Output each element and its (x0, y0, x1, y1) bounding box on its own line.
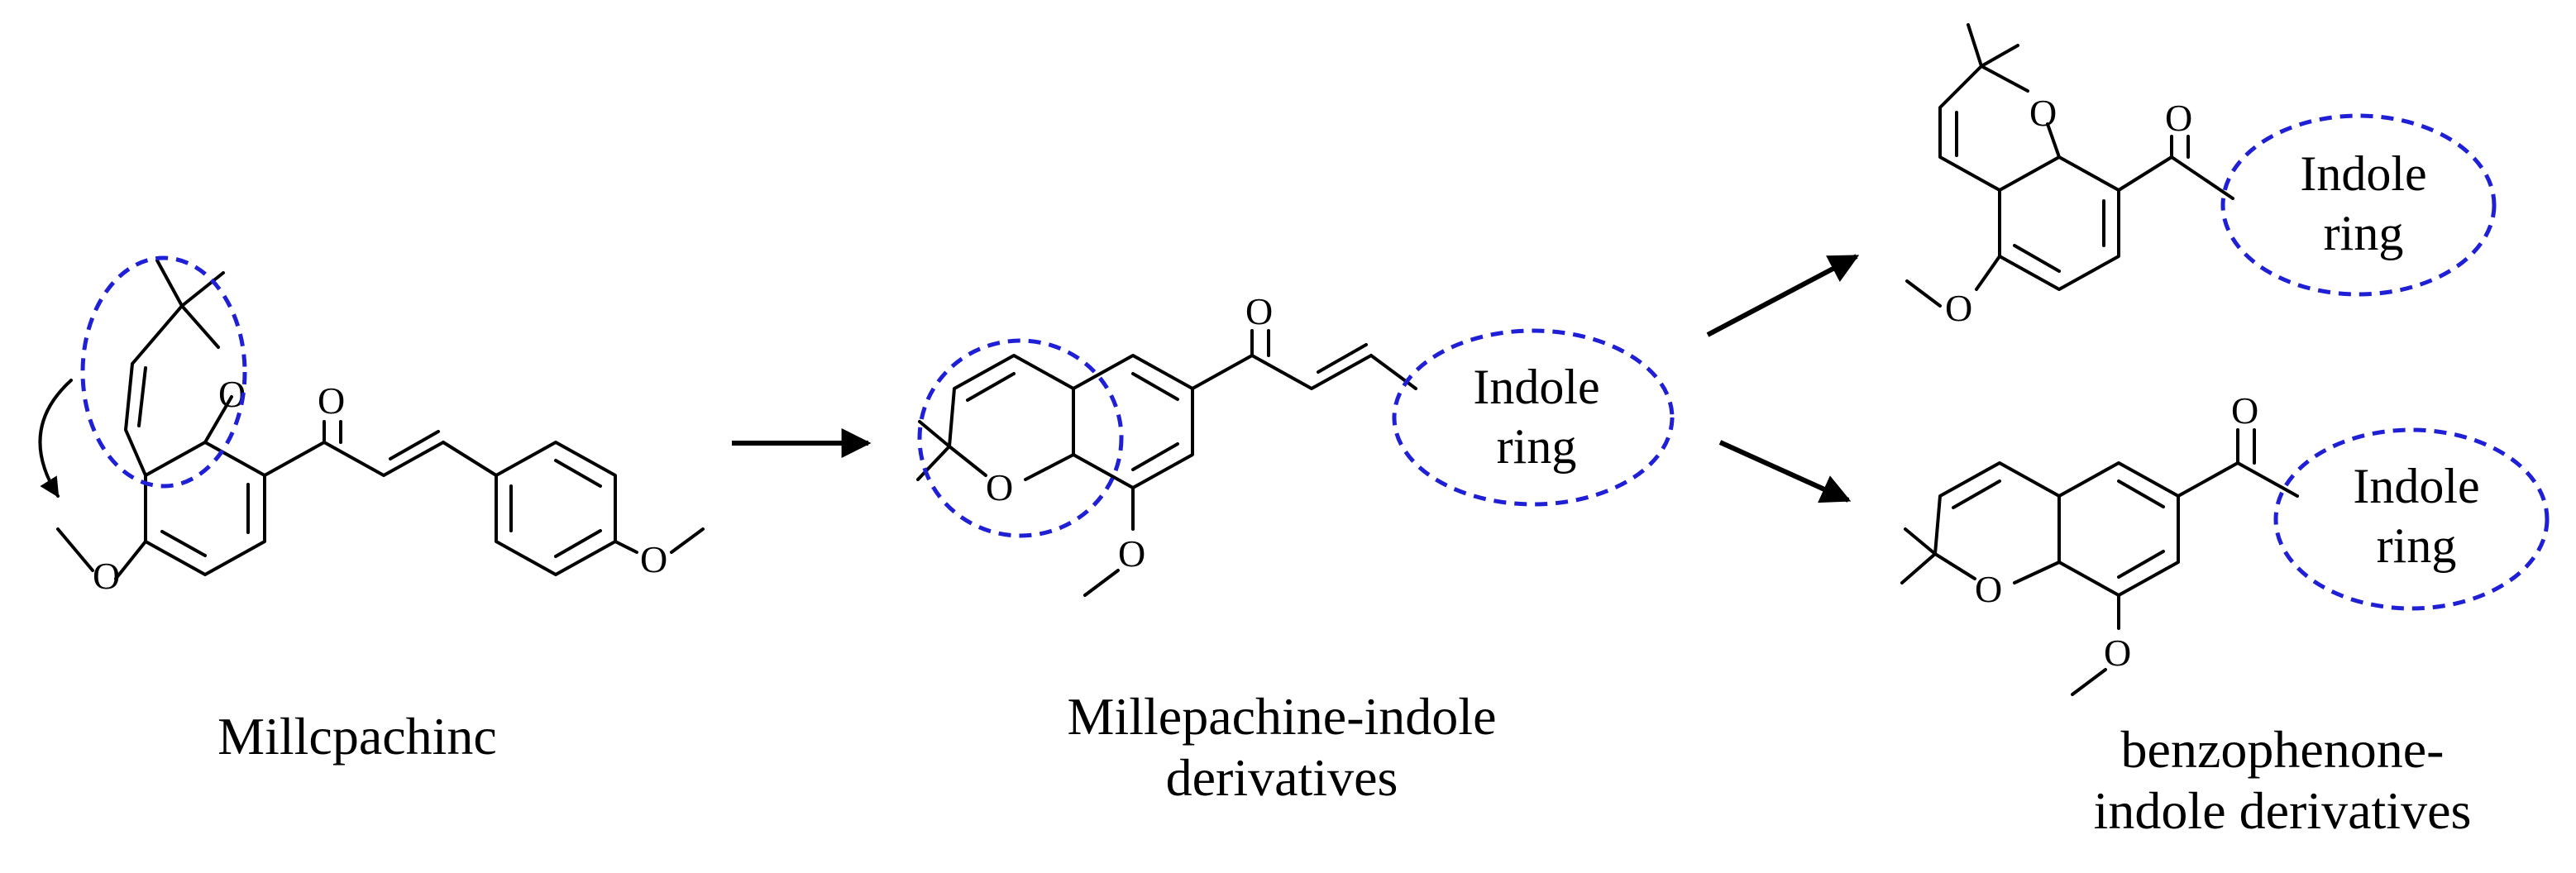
highlight-circle (917, 338, 1124, 538)
benzophenone-bottom-bonds (1900, 428, 2299, 696)
reaction-arrow (1706, 254, 1860, 337)
ring-oxygen-label: O (1975, 568, 2002, 610)
highlight-circle (80, 255, 247, 489)
millepachine-indole-name-line1: Millepachine-indole (1068, 687, 1497, 746)
methoxy-oxygen-label: O (93, 555, 120, 597)
indole-ring-circle (2273, 427, 2550, 611)
carbonyl-oxygen-label: O (318, 379, 345, 422)
indole-ring-label-line1: Indole (2300, 146, 2426, 201)
reaction-arrow (1718, 440, 1852, 503)
millepachine-indole-name-line2: derivatives (1166, 748, 1398, 807)
millepachine-indole-bonds (916, 329, 1417, 597)
indole-ring-label-line1: Indole (1473, 360, 1599, 414)
methoxy-oxygen-label: O (1945, 287, 1972, 329)
carbonyl-oxygen-label: O (2231, 389, 2258, 432)
ring-oxygen-label: O (986, 466, 1013, 508)
indole-ring-label-line1: Indole (2353, 459, 2479, 513)
indole-ring-label-line2: ring (1497, 419, 1577, 474)
millepachine-name: Millcpachinc (217, 707, 497, 766)
millepachine-structure: O O O O Millcpachinc (38, 255, 705, 766)
benzophenone-top-bonds (1905, 23, 2234, 308)
indole-ring-label-line2: ring (2324, 206, 2404, 260)
ring-oxygen-label: O (2029, 92, 2057, 134)
benzophenone-indole-name-line1: benzophenone- (2121, 720, 2445, 779)
indole-ring-circle (2220, 113, 2497, 297)
millepachine-bonds (38, 259, 705, 580)
methoxy-oxygen-label: O (2104, 632, 2131, 674)
indole-ring-label-line2: ring (2377, 518, 2457, 573)
benzophenone-indole-name-line2: indole derivatives (2094, 781, 2472, 840)
methoxy-oxygen-label: O (1118, 532, 1145, 575)
benzophenone-indole-bottom-structure: O O O Indole ring benzophenone- indole d… (1900, 389, 2550, 840)
carbonyl-oxygen-label: O (2165, 97, 2192, 139)
carbonyl-oxygen-label: O (1245, 290, 1273, 332)
methoxy-oxygen-label: O (640, 538, 667, 580)
indole-ring-circle (1392, 328, 1675, 507)
millepachine-indole-structure: O O O Indole ring Millepachine-indole de… (916, 290, 1675, 807)
benzophenone-indole-top-structure: O O O Indole ring (1905, 23, 2497, 329)
